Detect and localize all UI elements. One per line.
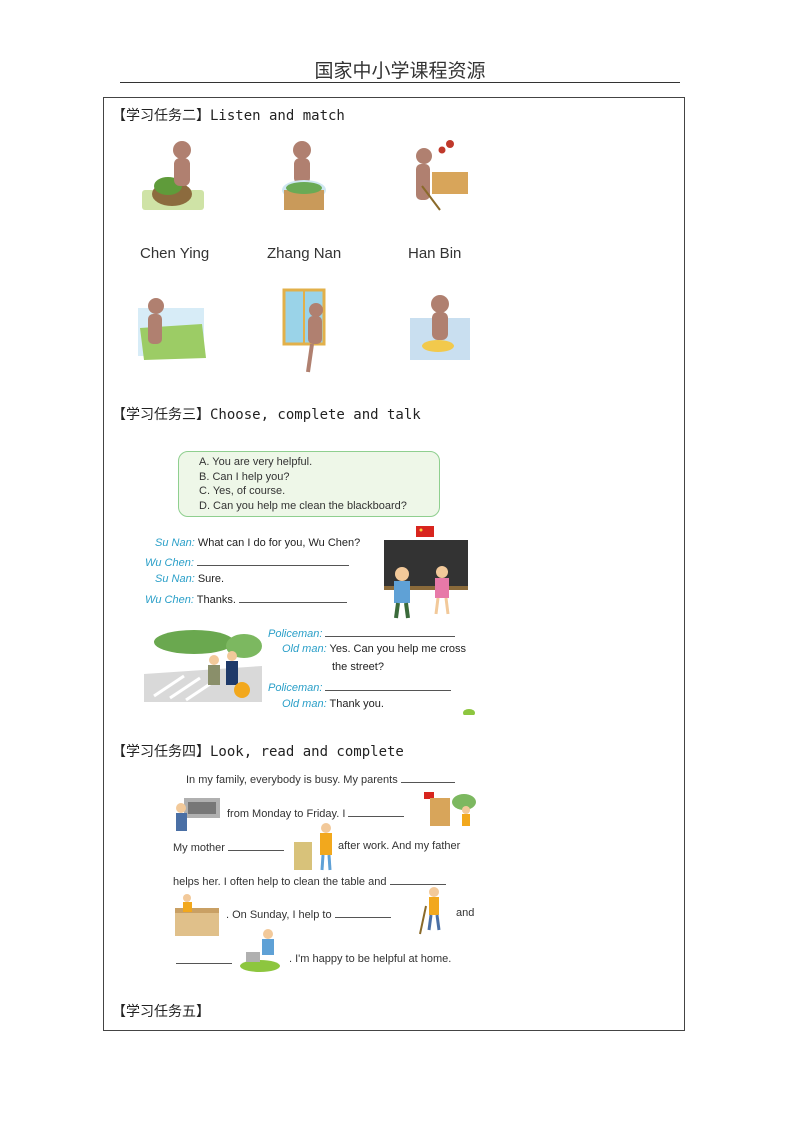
name-han-bin: Han Bin [408, 245, 462, 262]
reading-blank-2[interactable] [348, 806, 405, 817]
name-zhang-nan: Zhang Nan [267, 245, 342, 262]
task4-label: 【学习任务四】Look, read and complete [112, 744, 404, 760]
dialog2-line-2: Old man: Yes. Can you help me cross [282, 643, 466, 655]
reading-text-6: . On Sunday, I help to [226, 909, 332, 921]
dialog1-speaker-3: Su Nan: [155, 573, 195, 585]
dialog2-line-4: Policeman: [268, 680, 452, 694]
reading-text-1: In my family, everybody is busy. My pare… [186, 774, 398, 786]
picture-parents-working [176, 798, 220, 831]
green-dot-decoration [463, 709, 475, 715]
picture-child-sweeping [419, 887, 441, 935]
picture-classroom-blackboard [384, 526, 468, 619]
dialog2-text-5: Thank you. [329, 698, 384, 710]
reading-text-8: . I'm happy to be helpful at home. [289, 953, 452, 965]
dialog2-speaker-2: Old man: [282, 643, 327, 655]
dialog2-speaker-1: Policeman: [268, 628, 323, 640]
option-d: D. Can you help me clean the blackboard? [199, 499, 407, 512]
task2-label: 【学习任务二】Listen and match [112, 108, 345, 124]
picture-policeman-helping-old-man [144, 630, 262, 702]
dialog2-line-5: Old man: Thank you. [282, 698, 384, 710]
reading-text-2: from Monday to Friday. I [227, 808, 346, 820]
dialog2-speaker-4: Policeman: [268, 682, 323, 694]
dialog1-text-3: Sure. [197, 573, 225, 585]
reading-line-9: . I'm happy to be helpful at home. [289, 953, 451, 965]
dialog2-line-3: the street? [332, 661, 384, 673]
dialog1-speaker-1: Su Nan: [155, 537, 195, 549]
dialog1-speaker-4: Wu Chen: [145, 594, 194, 606]
dialog1-text-1: What can I do for you, Wu Chen? [197, 537, 361, 549]
reading-line-4: after work. And my father [338, 840, 460, 852]
reading-text-3: My mother [173, 842, 225, 854]
reading-line-3: My mother [173, 840, 285, 854]
task3-label: 【学习任务三】Choose, complete and talk [112, 407, 421, 423]
picture-boy-washing-clothes [282, 141, 326, 210]
dialog1-line-4: Wu Chen: Thanks. [145, 592, 347, 606]
reading-blank-3[interactable] [228, 840, 285, 851]
option-b: B. Can I help you? [199, 470, 290, 483]
reading-blank-4[interactable] [389, 874, 446, 885]
option-c: C. Yes, of course. [199, 485, 286, 497]
page-header-title: 国家中小学课程资源 [314, 60, 486, 82]
picture-mother-cooking [294, 823, 332, 871]
reading-line-1: In my family, everybody is busy. My pare… [186, 772, 455, 786]
picture-cleaning-window [282, 288, 326, 373]
dialog2-blank-2[interactable] [325, 680, 452, 691]
picture-boy-sweeping-floor [416, 140, 468, 211]
dialog1-blank-1[interactable] [196, 555, 349, 566]
reading-line-5: helps her. I often help to clean the tab… [173, 874, 446, 888]
picture-child-watering-plants [240, 929, 280, 972]
reading-text-5: helps her. I often help to clean the tab… [173, 876, 387, 888]
reading-blank-6[interactable] [176, 953, 232, 964]
dialog1-line-3: Su Nan: Sure. [155, 573, 224, 585]
reading-text-4: after work. And my father [338, 840, 461, 852]
dialog1-line-2: Wu Chen: [145, 555, 349, 569]
reading-line-8 [176, 953, 232, 967]
name-chen-ying: Chen Ying [140, 245, 210, 262]
picture-girl-washing-vegetables [142, 141, 204, 210]
answer-options-box: A. You are very helpful. B. Can I help y… [178, 451, 440, 517]
reading-text-7: and [456, 907, 475, 919]
dialog2-speaker-5: Old man: [282, 698, 327, 710]
reading-line-2: from Monday to Friday. I [227, 806, 405, 820]
dialog2-text-3: the street? [332, 661, 384, 673]
dialog1-speaker-2: Wu Chen: [145, 557, 194, 569]
reading-line-7: and [456, 907, 474, 919]
dialog1-blank-2[interactable] [238, 592, 347, 603]
option-a: A. You are very helpful. [199, 456, 313, 468]
picture-child-going-to-school [424, 792, 476, 826]
picture-child-cleaning-table [175, 894, 219, 936]
dialog2-blank-1[interactable] [325, 626, 456, 637]
dialog2-line-1: Policeman: [268, 626, 456, 640]
reading-blank-5[interactable] [334, 907, 391, 918]
picture-washing-dishes [410, 295, 470, 360]
dialog1-text-4: Thanks. [196, 594, 236, 606]
dialog2-text-2: Yes. Can you help me cross [329, 643, 467, 655]
reading-line-6: . On Sunday, I help to [226, 907, 391, 921]
task5-label: 【学习任务五】 [112, 1004, 210, 1020]
picture-making-bed [138, 298, 206, 360]
dialog1-line-1: Su Nan: What can I do for you, Wu Chen? [155, 537, 360, 549]
worksheet-frame [103, 97, 685, 1031]
reading-blank-1[interactable] [400, 772, 455, 783]
header-rule [120, 82, 680, 83]
